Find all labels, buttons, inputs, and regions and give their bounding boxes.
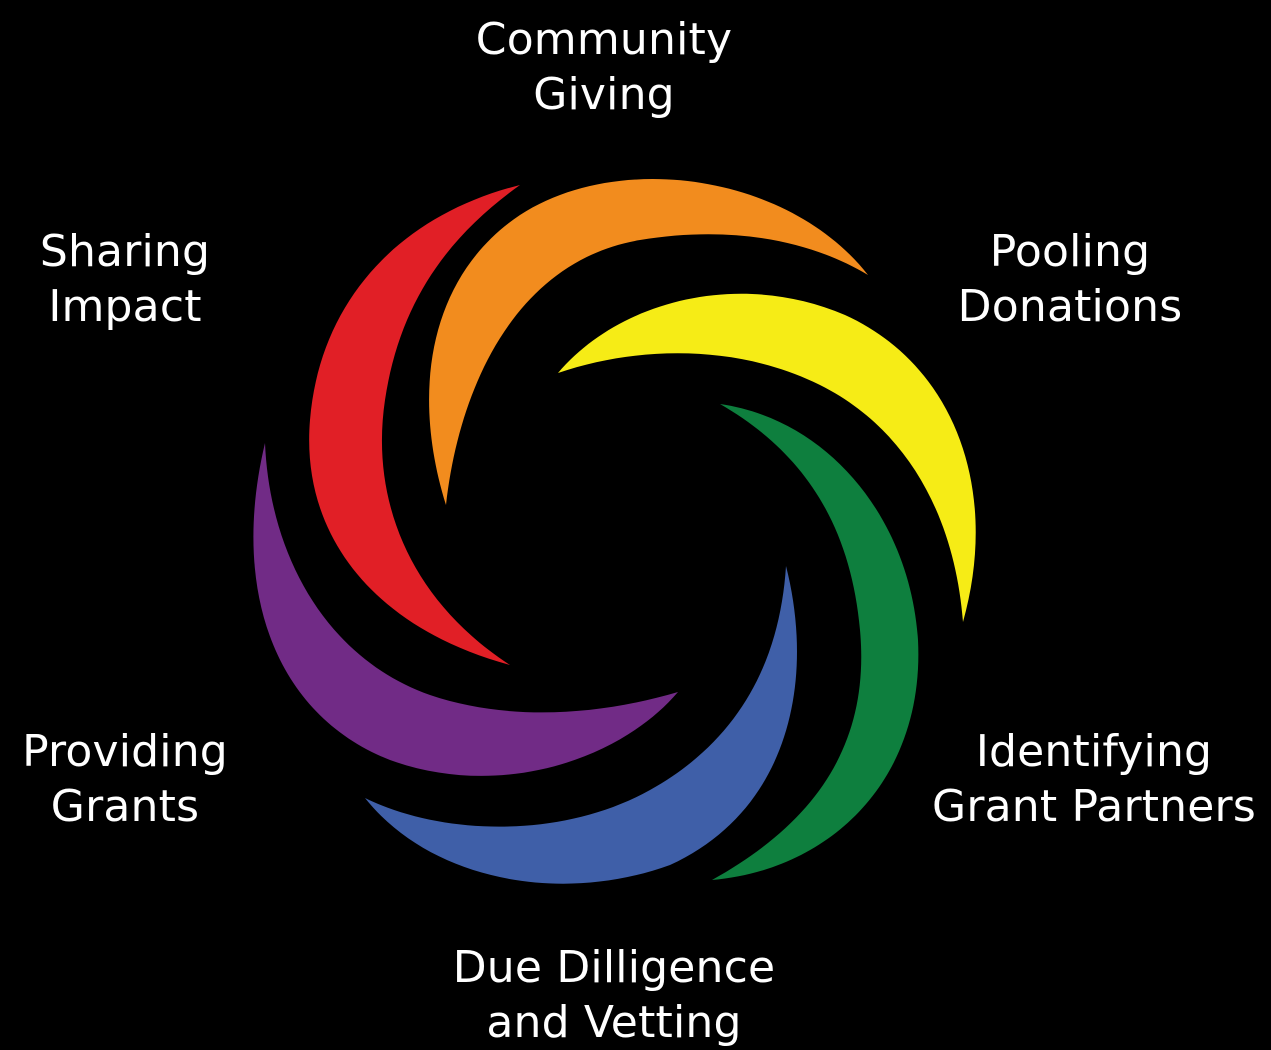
label-line: Impact bbox=[48, 281, 202, 332]
label-line: Donations bbox=[957, 281, 1183, 332]
label-line: Giving bbox=[533, 69, 675, 120]
label-sharing-impact: Sharing Impact bbox=[0, 224, 250, 334]
segment-identifying-grant-partners bbox=[712, 404, 919, 880]
label-identifying-grant-partners: Identifying Grant Partners bbox=[918, 724, 1270, 834]
segment-sharing-impact bbox=[309, 185, 520, 665]
label-line: Identifying bbox=[975, 726, 1213, 777]
label-line: Due Dilligence bbox=[452, 942, 776, 993]
label-line: Grants bbox=[50, 781, 200, 832]
label-line: Community bbox=[475, 14, 733, 65]
label-pooling-donations: Pooling Donations bbox=[920, 224, 1220, 334]
label-line: and Vetting bbox=[486, 997, 742, 1048]
label-line: Providing bbox=[22, 726, 228, 777]
label-line: Sharing bbox=[39, 226, 211, 277]
label-line: Pooling bbox=[989, 226, 1151, 277]
label-providing-grants: Providing Grants bbox=[0, 724, 250, 834]
label-line: Grant Partners bbox=[932, 781, 1256, 832]
segment-providing-grants bbox=[253, 443, 678, 776]
segment-community-giving bbox=[429, 179, 868, 505]
segment-pooling-donations bbox=[558, 293, 976, 622]
label-community-giving: Community Giving bbox=[404, 12, 804, 122]
segment-due-diligence bbox=[365, 566, 797, 884]
label-due-diligence: Due Dilligence and Vetting bbox=[404, 940, 824, 1050]
